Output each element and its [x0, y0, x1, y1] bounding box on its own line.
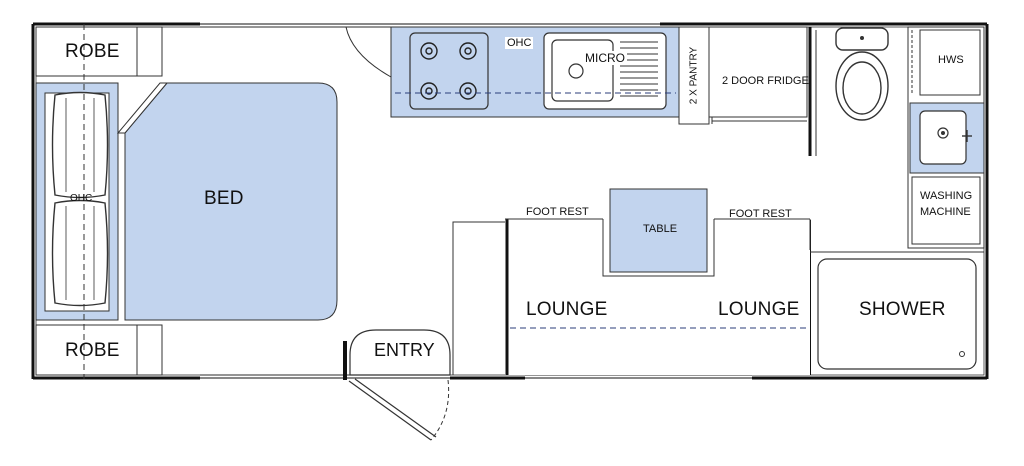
- table-label: TABLE: [643, 223, 678, 235]
- entry-door-leaf: [348, 380, 432, 441]
- cooktop: [409, 32, 489, 110]
- entry-panel: [452, 221, 505, 375]
- fridge-label: 2 DOOR FRIDGE: [722, 75, 809, 87]
- ohc-bed-label: OHC: [70, 193, 93, 204]
- basin-drain-dot: [941, 131, 945, 135]
- pantry-unit: [678, 26, 710, 125]
- bed-corner-shelf: [116, 82, 169, 134]
- foot-rest-right-label: FOOT REST: [729, 208, 792, 220]
- bed-label: BED: [202, 188, 246, 210]
- shower-drain: [959, 351, 965, 357]
- micro-label: MICRO: [583, 51, 627, 65]
- entry-step: [349, 329, 451, 376]
- sink-drain: [568, 63, 584, 79]
- entry-label: ENTRY: [374, 340, 435, 360]
- hws-box: [919, 29, 981, 96]
- ohc-kitchen-label: OHC: [505, 37, 534, 49]
- robe-top-unit: [35, 26, 163, 77]
- hws-label: HWS: [938, 54, 964, 66]
- robe-top-label: ROBE: [65, 41, 120, 62]
- foot-rest-left-label: FOOT REST: [526, 206, 589, 218]
- outer-walls: [31, 22, 989, 380]
- cooktop-burners: [420, 42, 477, 100]
- shower-tray: [817, 258, 977, 370]
- lounge-right-label: LOUNGE: [718, 299, 800, 320]
- toilet: [835, 27, 889, 121]
- basin-drain: [937, 127, 949, 139]
- pillow-seams: [65, 98, 95, 300]
- washing-label-line2: MACHINE: [920, 206, 971, 218]
- table-top: [609, 188, 708, 273]
- toilet-button: [860, 36, 864, 40]
- kitchen-door-swing: [345, 26, 392, 78]
- lounge-left-label: LOUNGE: [526, 299, 608, 320]
- robe-bottom-label: ROBE: [65, 340, 120, 361]
- robe-bottom-unit: [35, 324, 163, 376]
- fridge-unit: [708, 26, 808, 118]
- shower-label: SHOWER: [859, 299, 946, 320]
- washing-label-line1: WASHING: [920, 190, 973, 202]
- table-frame: [602, 219, 715, 277]
- washing-machine-box: [911, 176, 981, 245]
- entry-door-swing: [430, 379, 450, 441]
- entry-door-leaf-inner: [354, 378, 437, 438]
- pantry-label: 2 X PANTRY: [688, 46, 700, 105]
